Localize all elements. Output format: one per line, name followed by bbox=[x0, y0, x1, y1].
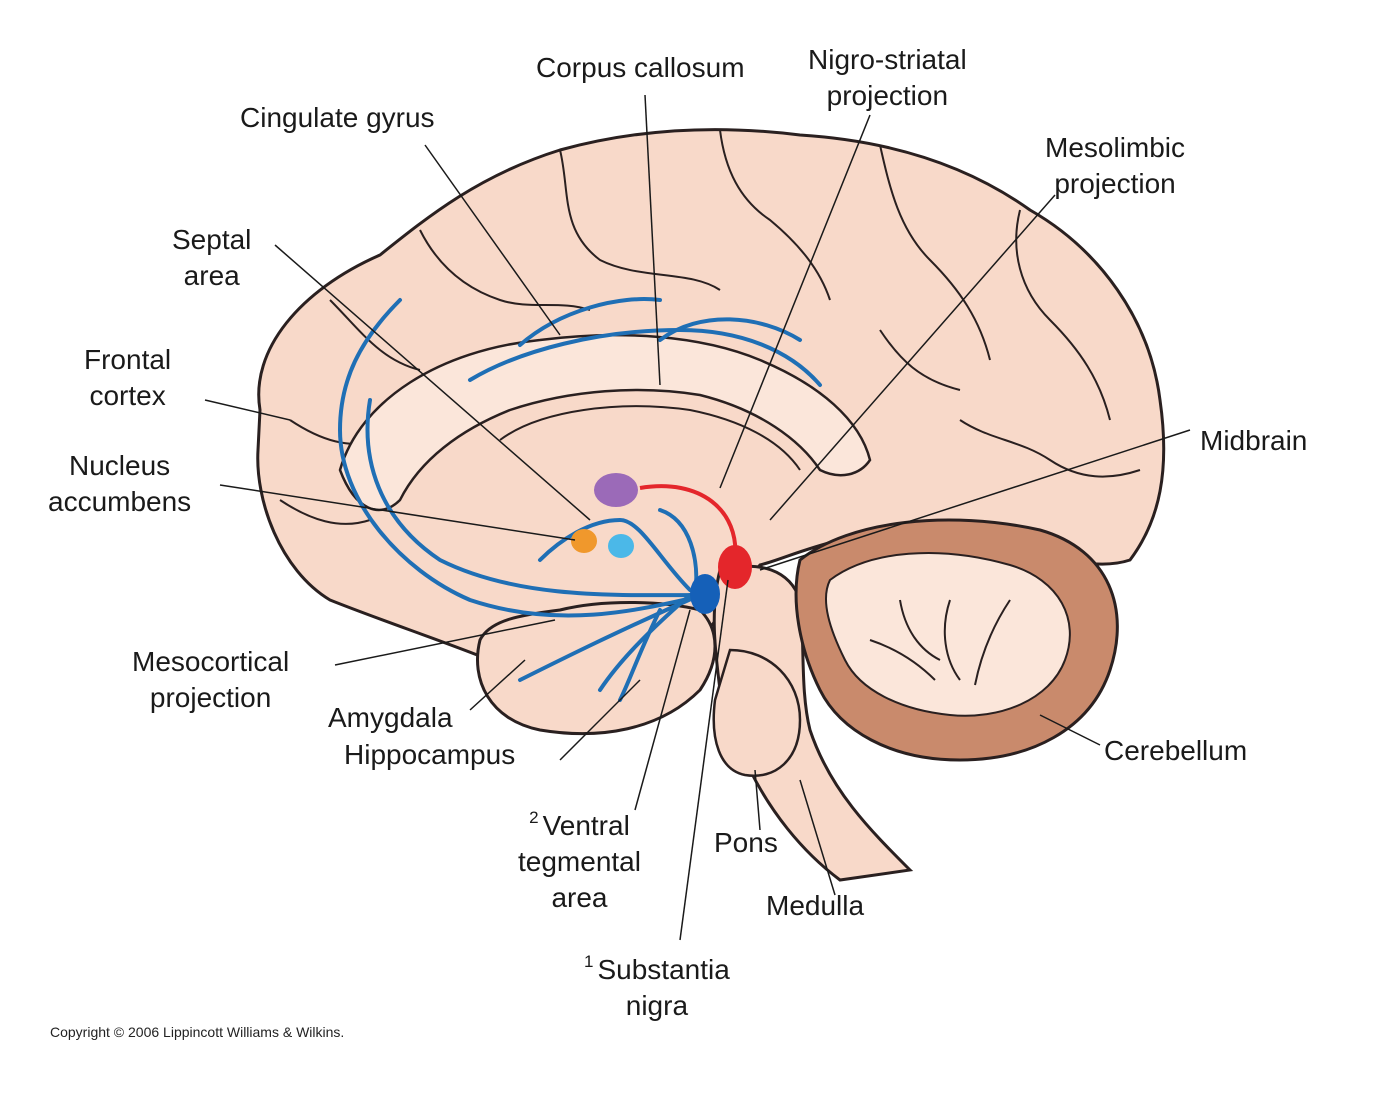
temporal-lobe bbox=[476, 601, 717, 736]
midbrain-label: Midbrain bbox=[1200, 425, 1308, 456]
mesocortical-projection-label: Mesocortical projection bbox=[132, 646, 290, 713]
corpus-callosum-label: Corpus callosum bbox=[536, 52, 745, 83]
septal-area-label: Septal area bbox=[172, 224, 252, 291]
leader-lines bbox=[204, 94, 1191, 941]
nigrostriatal-pathway bbox=[639, 484, 738, 561]
hippocampus-label: Hippocampus bbox=[344, 739, 516, 770]
amygdala-label: Amygdala bbox=[328, 702, 453, 733]
frontal-cortex-label: Frontal cortex bbox=[84, 344, 172, 411]
cerebellum-shape bbox=[794, 518, 1119, 762]
footnote-2: 2 bbox=[529, 808, 539, 827]
fornix bbox=[499, 405, 801, 471]
medulla-label: Medulla bbox=[766, 890, 865, 921]
footnote-1: 1 bbox=[584, 952, 594, 971]
sulci bbox=[279, 129, 1141, 525]
ventral-tegmental-dot bbox=[690, 574, 720, 614]
accumbens-dot bbox=[571, 529, 597, 553]
substantia-nigra-dot bbox=[718, 545, 752, 589]
mesolimbic-projection-label: Mesolimbic projection bbox=[1045, 132, 1186, 199]
pons-bulge bbox=[712, 648, 802, 777]
nigro-striatal-projection-label: Nigro-striatal projection bbox=[808, 44, 967, 111]
cingulate-gyrus-label: Cingulate gyrus bbox=[240, 102, 435, 133]
nucleus-accumbens-label: Nucleus accumbens bbox=[48, 450, 192, 517]
dopamine-pathways bbox=[337, 297, 822, 702]
caudate-putamen-dot bbox=[594, 473, 638, 507]
pons-label: Pons bbox=[714, 827, 778, 858]
amygdala-dot bbox=[608, 534, 634, 558]
cerebellum-label: Cerebellum bbox=[1104, 735, 1248, 766]
copyright-notice: Copyright © 2006 Lippincott Williams & W… bbox=[50, 1024, 345, 1040]
